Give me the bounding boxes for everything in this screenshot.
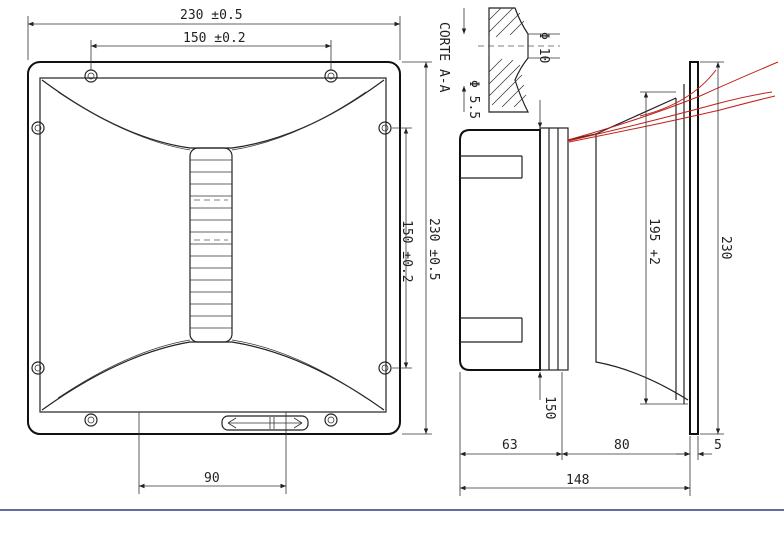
- front-width-label: 230 ±0.5: [180, 8, 243, 23]
- front-mounting-holes: [31, 69, 392, 427]
- side-depth-rear-label: 63: [502, 438, 518, 453]
- front-horn-inner-bottom: [57, 339, 367, 399]
- side-total-depth-label: 148: [566, 473, 589, 488]
- side-view: [459, 61, 779, 435]
- front-horn-flare-bottom: [41, 341, 385, 411]
- side-dim-depths: 63 80 5 148: [459, 372, 722, 496]
- section-hatching: [488, 7, 527, 108]
- front-dim-height: 230 ±0.5: [402, 61, 441, 435]
- front-outer-frame: [27, 61, 401, 435]
- front-hole-spacing-top-label: 150 ±0.2: [183, 31, 246, 46]
- front-dim-width: 230 ±0.5: [27, 8, 401, 60]
- side-flange-label: 5: [714, 438, 722, 453]
- side-dim-vertical: 150: [537, 100, 557, 419]
- side-cables: [567, 61, 779, 143]
- front-throat-ribs: [190, 159, 232, 329]
- section-label: CORTE A-A: [436, 22, 451, 93]
- section-diameter-small-label: Φ 5.5: [466, 80, 481, 119]
- section-profile: [488, 7, 529, 113]
- front-view: [27, 61, 401, 435]
- side-inner-height-label: 195 +2: [646, 218, 661, 265]
- front-height-label: 230 ±0.5: [426, 218, 441, 281]
- section-view: CORTE A-A Φ 10 Φ 5.5: [436, 7, 560, 119]
- side-depth-front-label: 80: [614, 438, 630, 453]
- front-dim-hole-spacing-top: 150 ±0.2: [90, 31, 332, 70]
- front-inner-frame: [39, 77, 387, 413]
- side-flange-plates: [539, 127, 569, 371]
- front-horn-inner-top: [57, 91, 367, 151]
- front-dim-hole-spacing-side: 150 ±0.2: [392, 127, 414, 369]
- bottom-offset-label: 90: [204, 471, 220, 486]
- side-horn-body: [567, 133, 689, 401]
- side-dim-height: 230: [700, 61, 733, 435]
- section-diameter-large-label: Φ 10: [536, 32, 551, 63]
- side-vertical-label: 150: [542, 396, 557, 419]
- side-height-label: 230: [718, 236, 733, 259]
- front-hole-spacing-side-label: 150 ±0.2: [399, 220, 414, 283]
- front-dim-bottom-offset: 90: [138, 412, 287, 494]
- side-driver-body: [459, 129, 541, 371]
- side-dim-inner-height: 195 +2: [640, 91, 688, 405]
- side-front-plate: [689, 61, 699, 435]
- front-terminal: [221, 415, 309, 431]
- front-throat-slot: [189, 147, 233, 343]
